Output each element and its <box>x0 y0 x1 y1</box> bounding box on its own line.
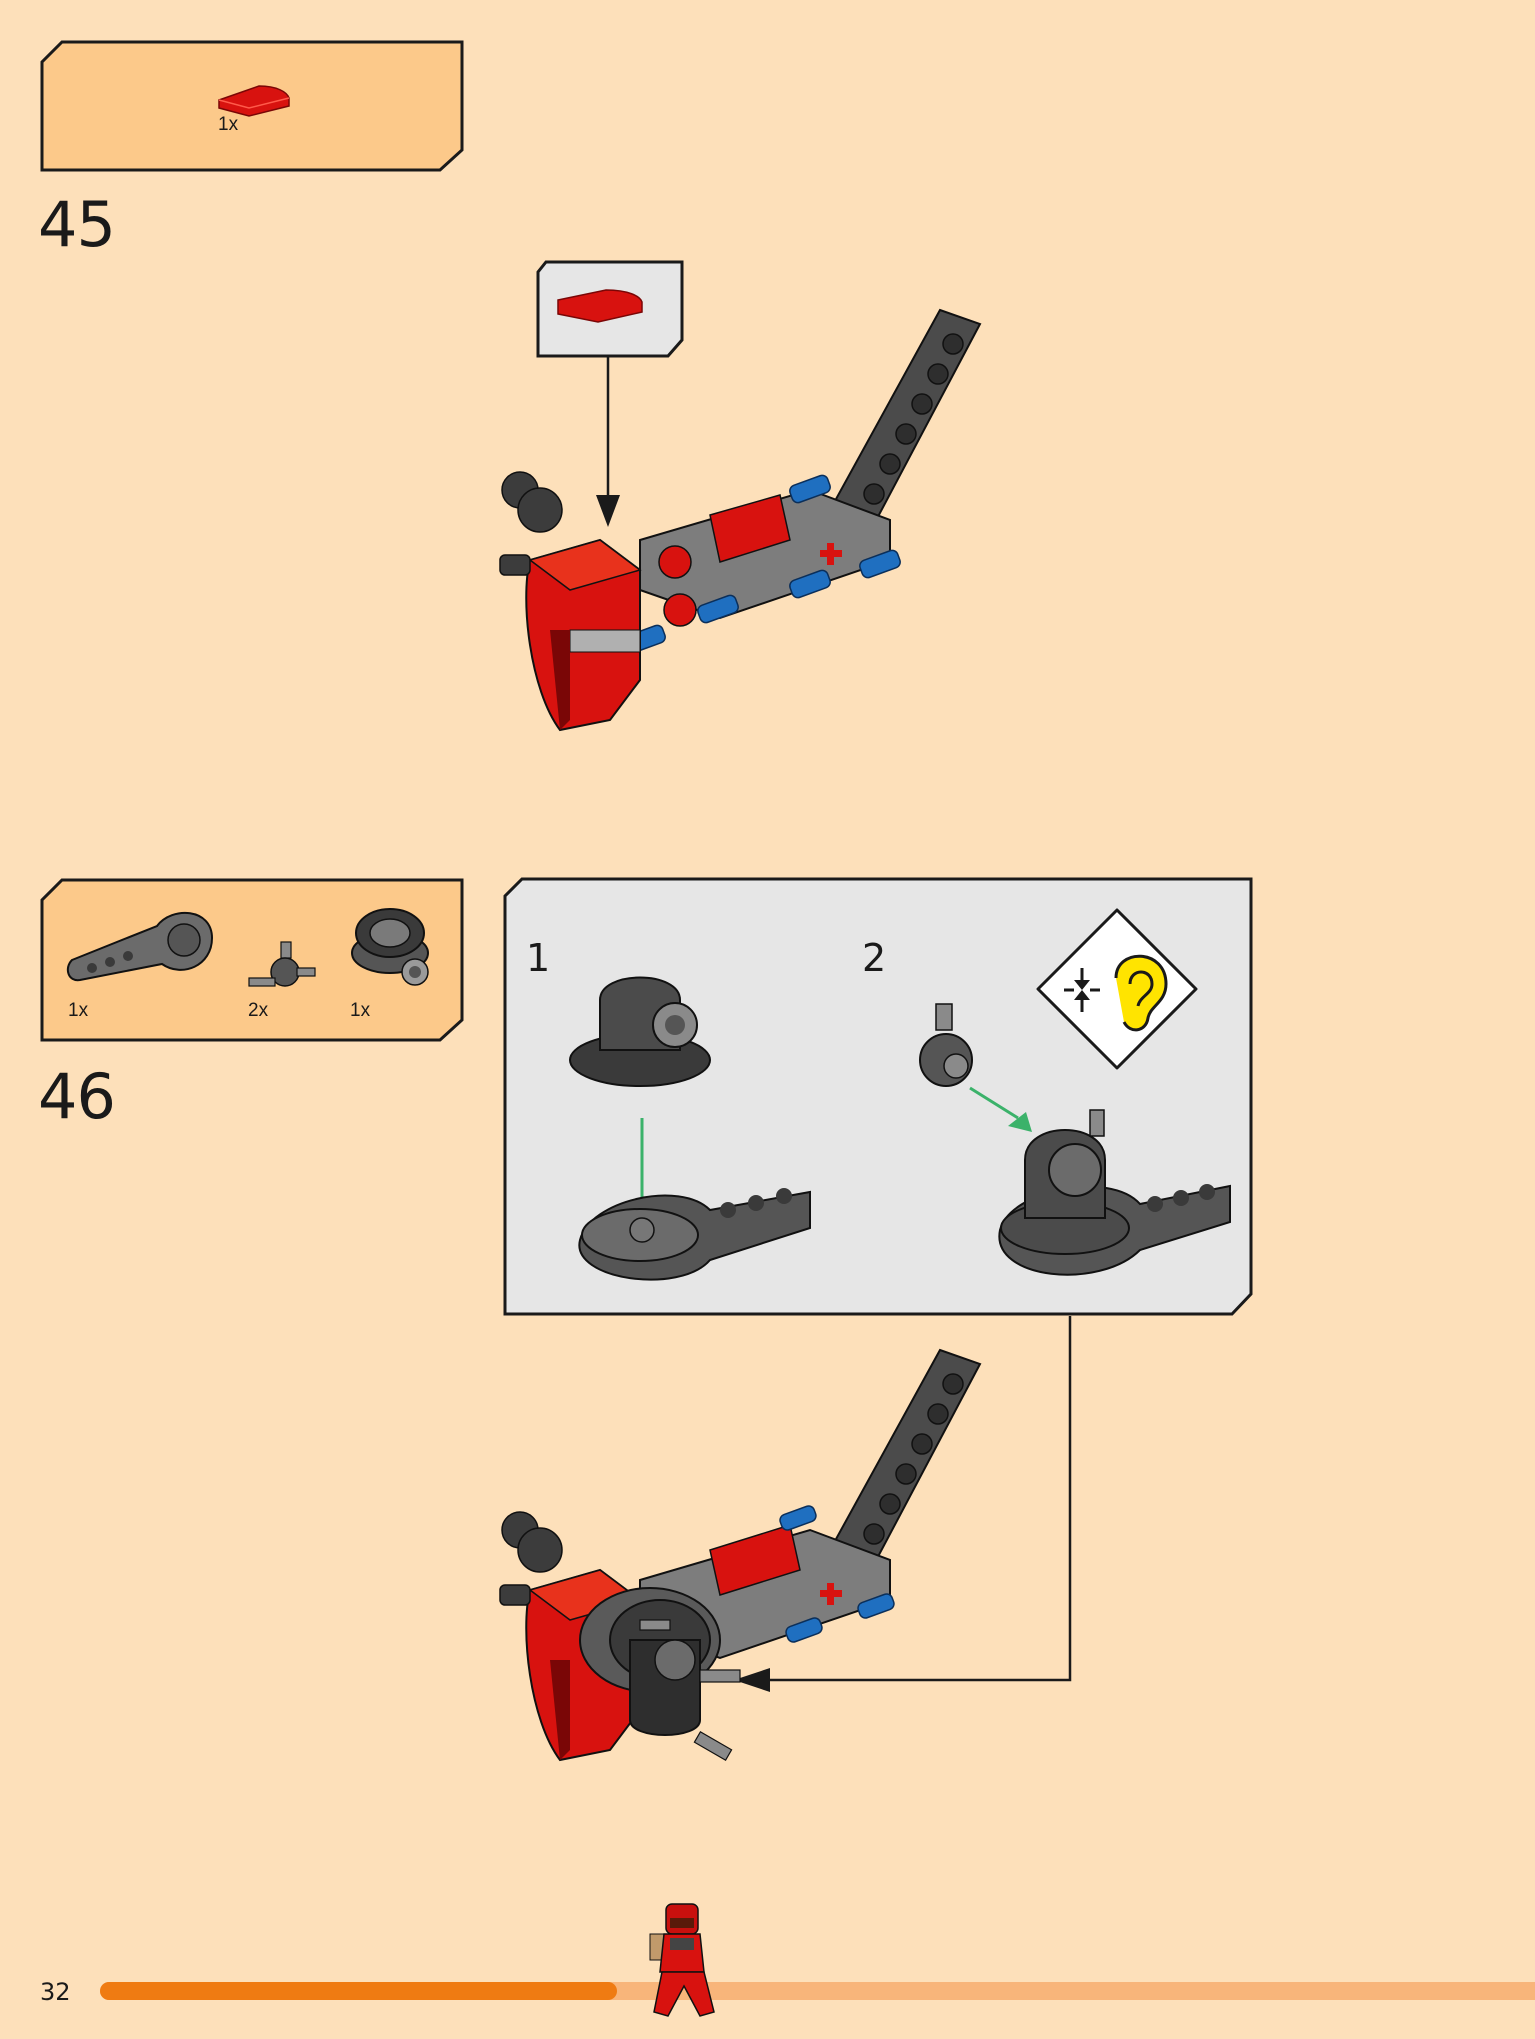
substep-1-drawing <box>569 976 811 1281</box>
parts-list-step-45: 1x <box>40 40 464 172</box>
model-assembly-step-46 <box>499 1348 982 1762</box>
progress-fill <box>100 1982 617 2000</box>
gray-wrench-arm-icon <box>66 911 214 982</box>
substep-2-drawing <box>919 1003 1231 1276</box>
part-callout <box>536 260 684 358</box>
minifigure-progress-marker-icon <box>649 1903 715 2017</box>
substep-number: 1 <box>526 936 551 980</box>
click-sound-ear-icon <box>1036 908 1198 1070</box>
turntable-wheel-icon <box>351 908 429 986</box>
substep-number: 2 <box>862 936 887 980</box>
placement-arrow <box>596 355 620 527</box>
model-assembly-step-45 <box>499 308 982 732</box>
page-number: 32 <box>40 1978 71 2006</box>
part-quantity: 1x <box>68 1000 89 1021</box>
red-curved-slope-icon <box>218 85 290 117</box>
step-number: 45 <box>38 188 116 261</box>
part-quantity: 2x <box>248 1000 269 1021</box>
callout-connector-arrow <box>734 1316 1072 1692</box>
step-number: 46 <box>38 1060 116 1133</box>
parts-list-step-46: 1x 2x 1x <box>40 878 464 1043</box>
progress-bar <box>100 1982 1535 2000</box>
ball-joint-connector-icon <box>248 941 316 987</box>
part-quantity: 1x <box>218 114 239 135</box>
part-quantity: 1x <box>350 1000 371 1021</box>
